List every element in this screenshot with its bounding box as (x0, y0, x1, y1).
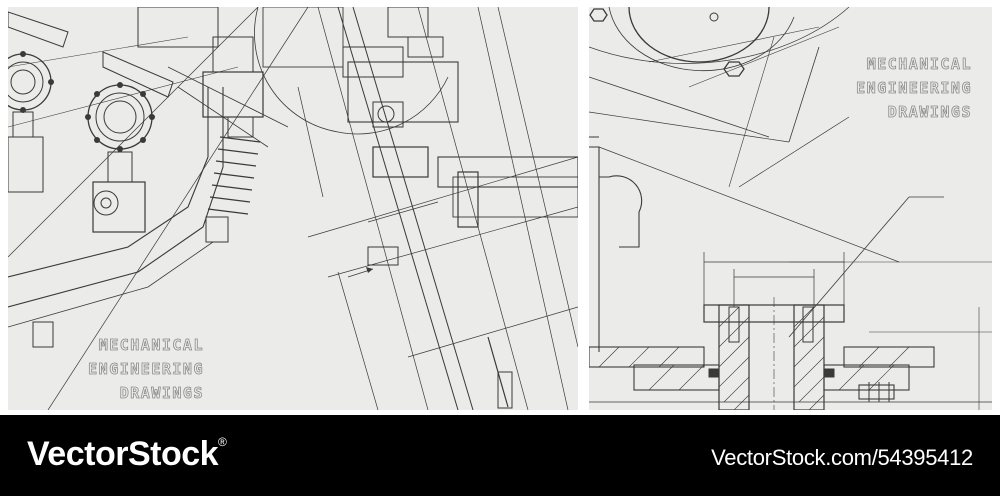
mechanical-drawing-left (8, 7, 578, 410)
drawing-panel-left: MECHANICAL ENGINEERING DRAWINGS (8, 7, 578, 410)
registered-mark: ® (218, 435, 227, 449)
drawing-panel-right: MECHANICAL ENGINEERING DRAWINGS (589, 7, 992, 410)
caption-line-1: MECHANICAL (98, 336, 204, 355)
caption-right: MECHANICAL ENGINEERING DRAWINGS (856, 52, 972, 124)
caption-left: MECHANICAL ENGINEERING DRAWINGS (88, 333, 204, 405)
stock-image-id: VectorStock.com/54395412 (711, 445, 973, 470)
caption-line-3: DRAWINGS (119, 384, 204, 403)
brand-name: VectorStock (27, 435, 219, 473)
mechanical-drawing-right (589, 7, 992, 410)
caption-line-3: DRAWINGS (887, 103, 972, 122)
caption-line-2: ENGINEERING (856, 79, 972, 98)
caption-line-2: ENGINEERING (88, 360, 204, 379)
vectorstock-logo: VectorStock® (27, 435, 227, 474)
watermark-footer: VectorStock® VectorStock.com/54395412 (0, 415, 1000, 496)
caption-line-1: MECHANICAL (866, 55, 972, 74)
